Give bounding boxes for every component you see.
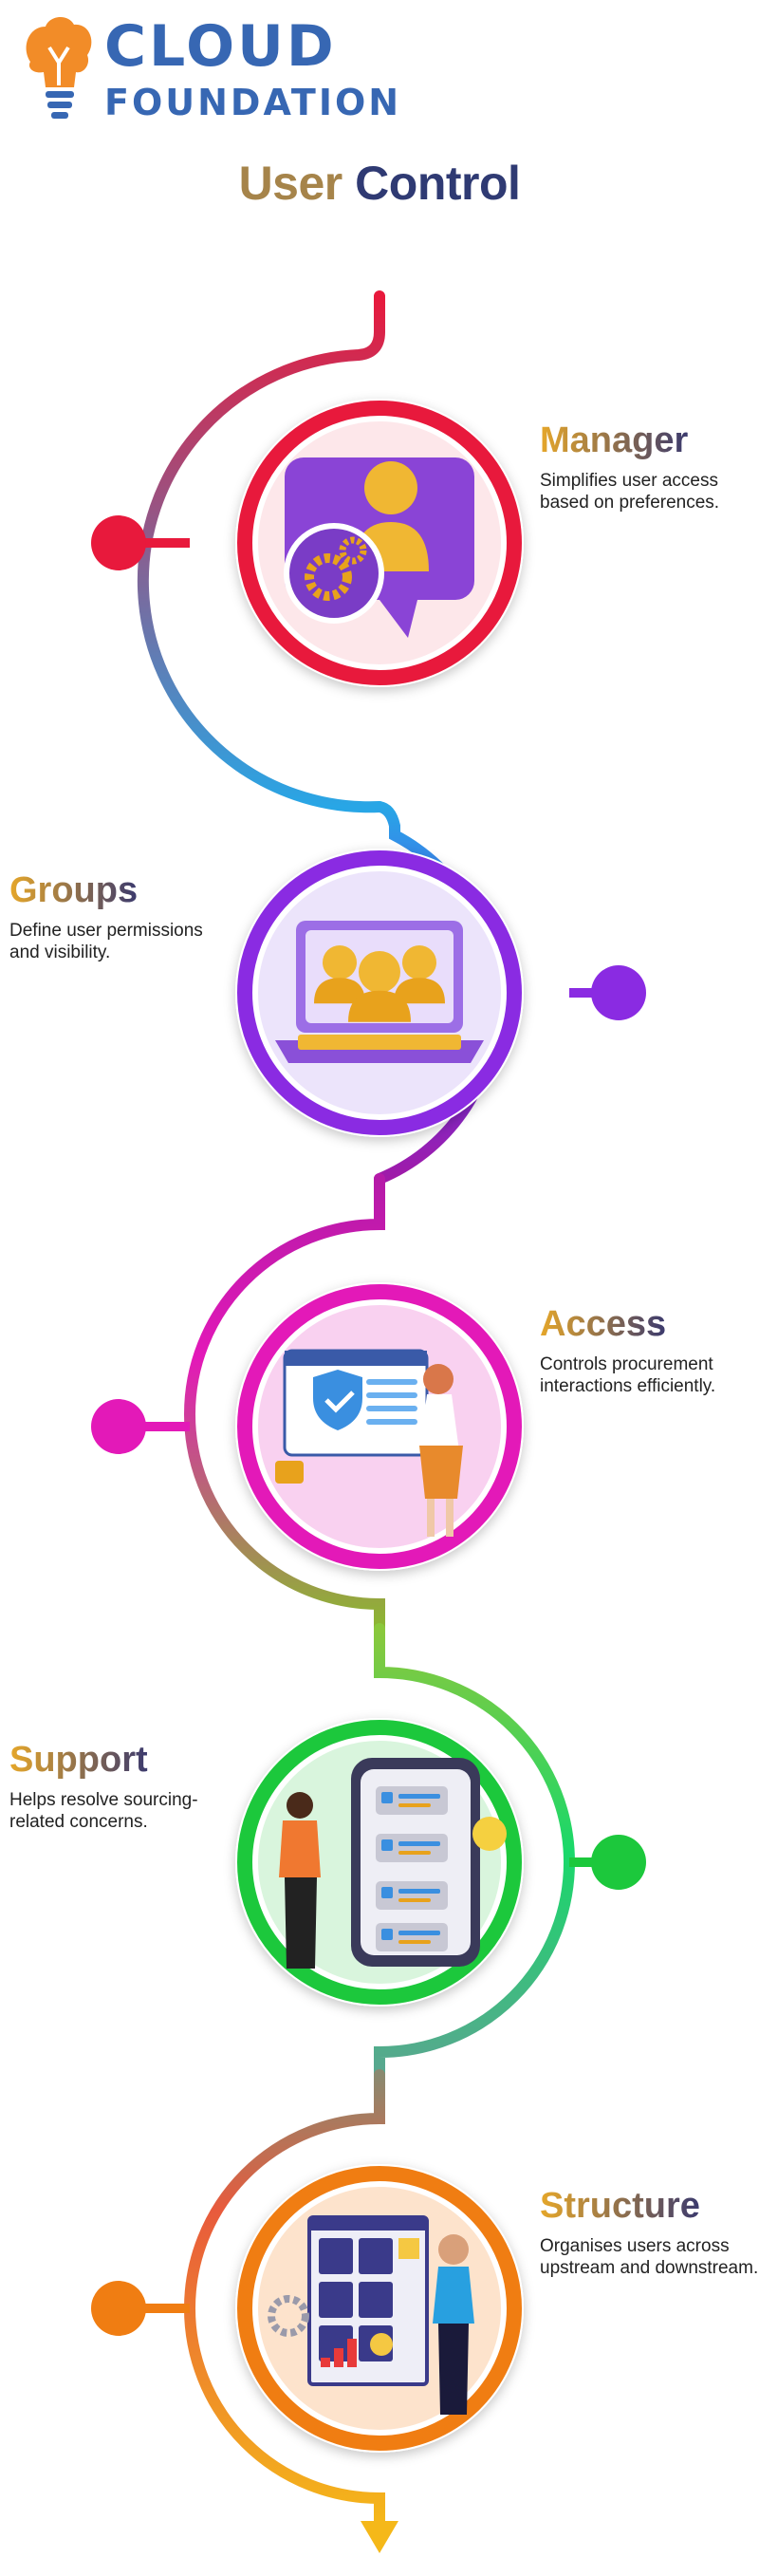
step-heading: Support [9, 1740, 148, 1780]
step-ring [237, 850, 522, 1135]
logo-text-cloud: CLOUD [104, 13, 337, 80]
step-groups [235, 849, 646, 1137]
page-title: User Control [0, 156, 759, 211]
logo: CLOUD FOUNDATION [21, 9, 457, 123]
step-heading: Groups [9, 870, 139, 910]
title-word-user: User [238, 157, 343, 210]
step-access [91, 1282, 524, 1571]
step-description: Define user permissions and visibility. [9, 920, 203, 962]
step-marker-dot [591, 1835, 646, 1890]
step-marker-dot [91, 1399, 146, 1454]
security-access-icon [275, 1349, 463, 1537]
user-group-laptop-icon [275, 921, 484, 1063]
step-heading: Access [540, 1304, 667, 1344]
step-marker-dot [91, 515, 146, 570]
step-heading: Structure [540, 2186, 700, 2226]
step-ring [237, 1720, 522, 2005]
arrow-down-icon [361, 2521, 398, 2553]
step-support [235, 1718, 646, 2007]
step-ring [237, 401, 522, 685]
step-description: Controls procurement interactions effici… [540, 1353, 716, 1396]
structure-board-icon [268, 2215, 474, 2415]
step-description: Simplifies user access based on preferen… [540, 470, 720, 513]
step-marker-dot [91, 2281, 146, 2336]
step-structure [91, 2164, 524, 2453]
logo-text-foundation: FOUNDATION [104, 82, 402, 123]
title-word-control: Control [355, 157, 521, 210]
step-description: Helps resolve sourcing-related concerns. [9, 1789, 198, 1832]
user-gear-icon [284, 457, 474, 638]
step-ring [237, 2166, 522, 2451]
step-manager [91, 399, 524, 687]
step-ring [237, 1284, 522, 1569]
step-description: Organises users across upstream and down… [540, 2235, 759, 2278]
step-marker-dot [591, 965, 646, 1020]
lightbulb-cloud-icon [26, 16, 92, 119]
support-chat-phone-icon [279, 1758, 507, 1969]
step-heading: Manager [540, 420, 689, 460]
